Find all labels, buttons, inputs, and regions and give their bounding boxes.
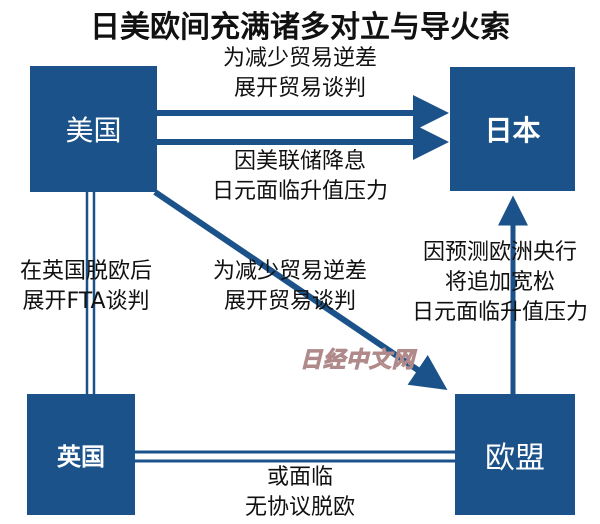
label-eu-japan: 因预测欧洲央行 将追加宽松 日元面临升值压力 — [411, 240, 588, 325]
node-japan-label: 日本 — [484, 114, 541, 147]
node-eu-label: 欧盟 — [485, 440, 545, 476]
label-us-eu: 为减少贸易逆差 展开贸易谈判 — [212, 259, 367, 314]
node-eu: 欧盟 — [455, 394, 575, 515]
node-japan: 日本 — [450, 67, 575, 191]
node-uk-label: 英国 — [57, 443, 105, 471]
node-us: 美国 — [30, 66, 157, 192]
arrow-us-eu — [153, 189, 448, 391]
node-uk: 英国 — [27, 394, 135, 515]
label-us-uk: 在英国脱欧后 展开FTA谈判 — [19, 259, 152, 314]
label-us-japan-top: 为减少贸易逆差 展开贸易谈判 — [222, 46, 377, 101]
label-uk-eu: 或面临 无协议脱欧 — [244, 465, 355, 520]
node-us-label: 美国 — [65, 114, 122, 147]
label-us-japan-bottom: 因美联储降息 日元面临升值压力 — [211, 149, 388, 204]
watermark: 日经中文网 — [299, 348, 416, 374]
diagram-title: 日美欧间充满诸多对立与导火索 — [90, 10, 510, 45]
